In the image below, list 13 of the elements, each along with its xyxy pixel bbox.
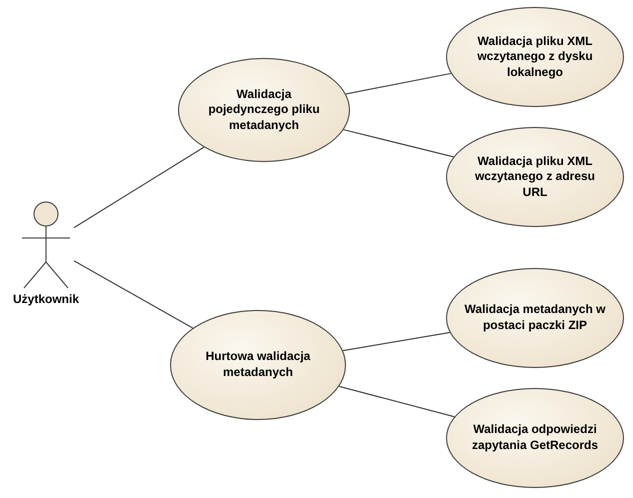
use-case-label: Walidacja pliku XML wczytanego z dysku lokalnego	[476, 34, 594, 80]
association-line	[343, 129, 454, 158]
association-line	[74, 146, 204, 228]
actor-label: Użytkownik	[12, 292, 79, 306]
association-line	[74, 260, 194, 329]
use-case-label: Walidacja odpowiedzi zapytania GetRecords	[470, 422, 600, 454]
use-case-label: Walidacja pojedynczego pliku metadanych	[207, 86, 321, 134]
use-case-label: Walidacja pliku XML wczytanego z adresu URL	[474, 154, 596, 200]
association-line	[345, 72, 452, 94]
use-case-label: Walidacja metadanych w postaci paczki ZIP	[464, 302, 606, 334]
association-line	[342, 332, 450, 352]
association-line	[338, 386, 455, 418]
use-case-label: Hurtowa walidacja metadanych	[204, 349, 312, 381]
